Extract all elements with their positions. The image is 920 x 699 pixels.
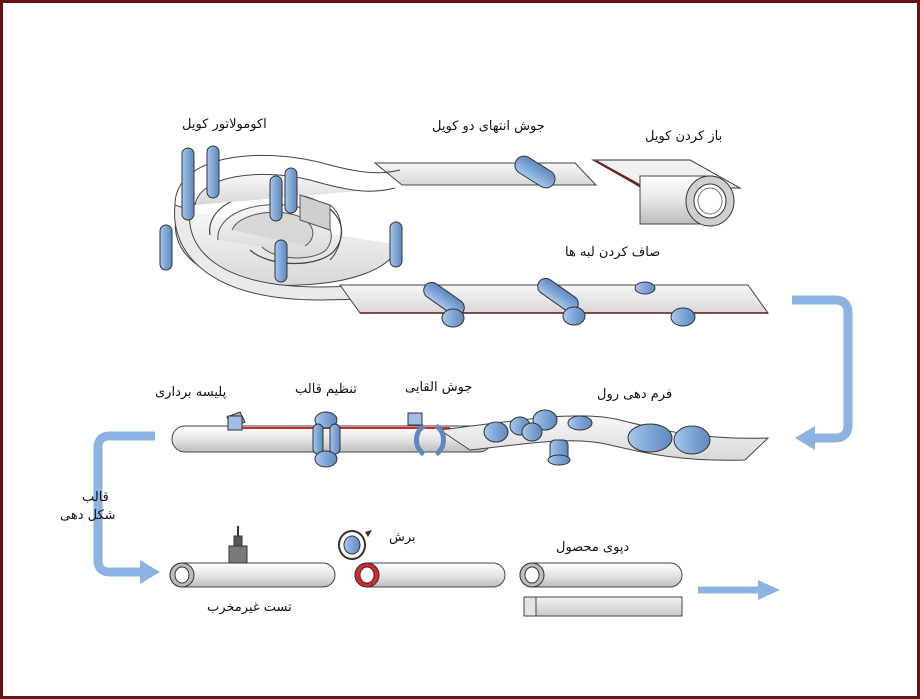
flow-arrow-left	[93, 431, 160, 584]
output-arrow	[698, 580, 780, 600]
cut-pipe	[338, 530, 506, 588]
label-deburring: پلیسه برداری	[155, 385, 227, 400]
end-weld-roller	[514, 155, 556, 189]
label-cutting: برش	[389, 530, 416, 545]
label-coil-opening: باز کردن کویل	[645, 129, 723, 144]
label-coil-accumulator: اکومولاتور کویل	[182, 117, 267, 132]
label-forming-mold-2: شکل دهی	[60, 508, 116, 523]
flow-arrow-right	[792, 295, 853, 450]
product-depot	[519, 562, 683, 617]
edge-trimming-line	[339, 277, 769, 328]
forming-line	[171, 409, 770, 468]
label-product-depot: دپوی محصول	[556, 540, 630, 555]
label-roll-forming: فرم دهی رول	[597, 387, 673, 402]
label-induction-welding: جوش القایی	[405, 380, 473, 395]
label-mold-adjustment: تنظیم قالب	[295, 382, 357, 397]
label-forming-mold-1: قالب	[82, 490, 109, 505]
accumulator-spiral	[159, 145, 421, 301]
uncoiler	[591, 159, 742, 227]
label-edge-trimming: صاف کردن لبه ها	[565, 245, 661, 260]
ndt-pipe	[169, 526, 336, 588]
label-ndt-test: تست غیرمخرب	[207, 600, 292, 615]
label-coil-end-welding: جوش انتهای دو کویل	[432, 119, 545, 134]
